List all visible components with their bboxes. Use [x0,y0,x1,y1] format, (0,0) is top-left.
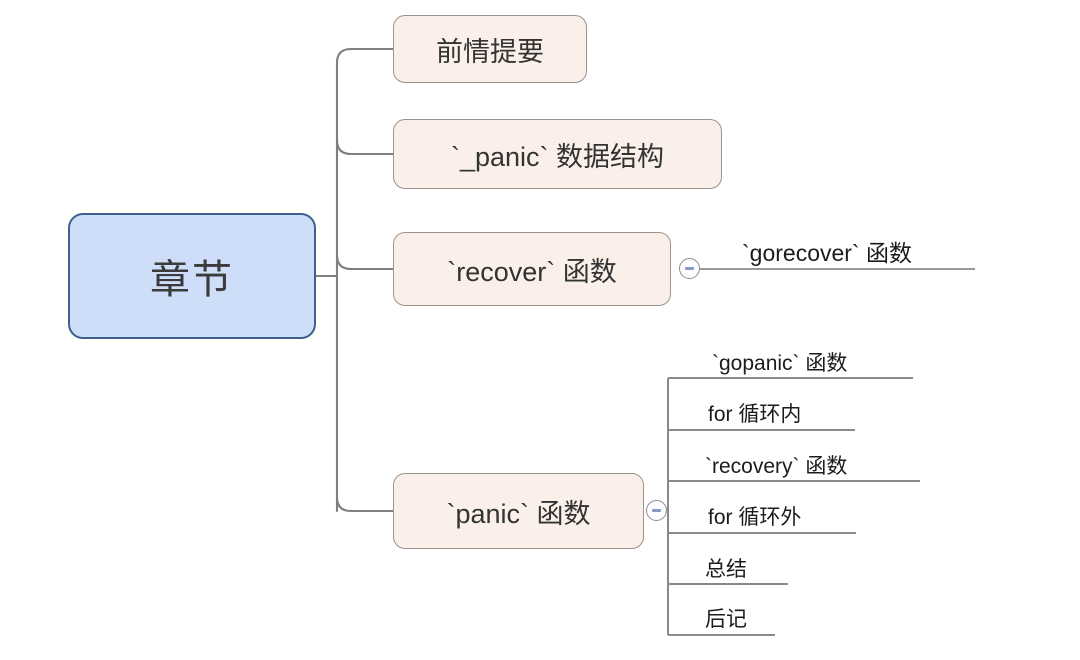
edge-branch-2 [335,253,395,271]
leaf-node-recovery[interactable]: `recovery` 函数 [705,455,848,478]
minus-icon [652,509,661,512]
branch-node-label: `_panic` 数据结构 [450,141,665,172]
edge-branch-3 [335,495,395,513]
minus-icon [685,267,694,270]
mindmap-branch-node-0[interactable]: 前情提要 [393,15,587,83]
leaf-node-for-loop-inside[interactable]: for 循环内 [708,403,802,426]
branch-node-label: `panic` 函数 [446,498,591,529]
edge-branch-0 [335,47,395,65]
leaf-node-postscript[interactable]: 后记 [705,608,747,631]
leaf-node-summary[interactable]: 总结 [705,558,747,581]
mindmap-branch-node-1[interactable]: `_panic` 数据结构 [393,119,722,189]
branch-node-label: `recover` 函数 [447,256,617,287]
edge-branch-1 [335,138,395,156]
branch-node-label: 前情提要 [436,36,544,67]
mindmap-root-node[interactable]: 章节 [68,213,316,339]
collapse-toggle-recover[interactable] [679,258,700,279]
leaf-node-for-loop-outside[interactable]: for 循环外 [708,506,802,529]
leaf-node-gorecover[interactable]: `gorecover` 函数 [742,240,912,266]
mindmap-branch-node-2[interactable]: `recover` 函数 [393,232,671,306]
mindmap-branch-node-3[interactable]: `panic` 函数 [393,473,644,549]
leaf-node-gopanic[interactable]: `gopanic` 函数 [712,352,848,375]
collapse-toggle-panic[interactable] [646,500,667,521]
root-node-label: 章节 [150,258,234,302]
